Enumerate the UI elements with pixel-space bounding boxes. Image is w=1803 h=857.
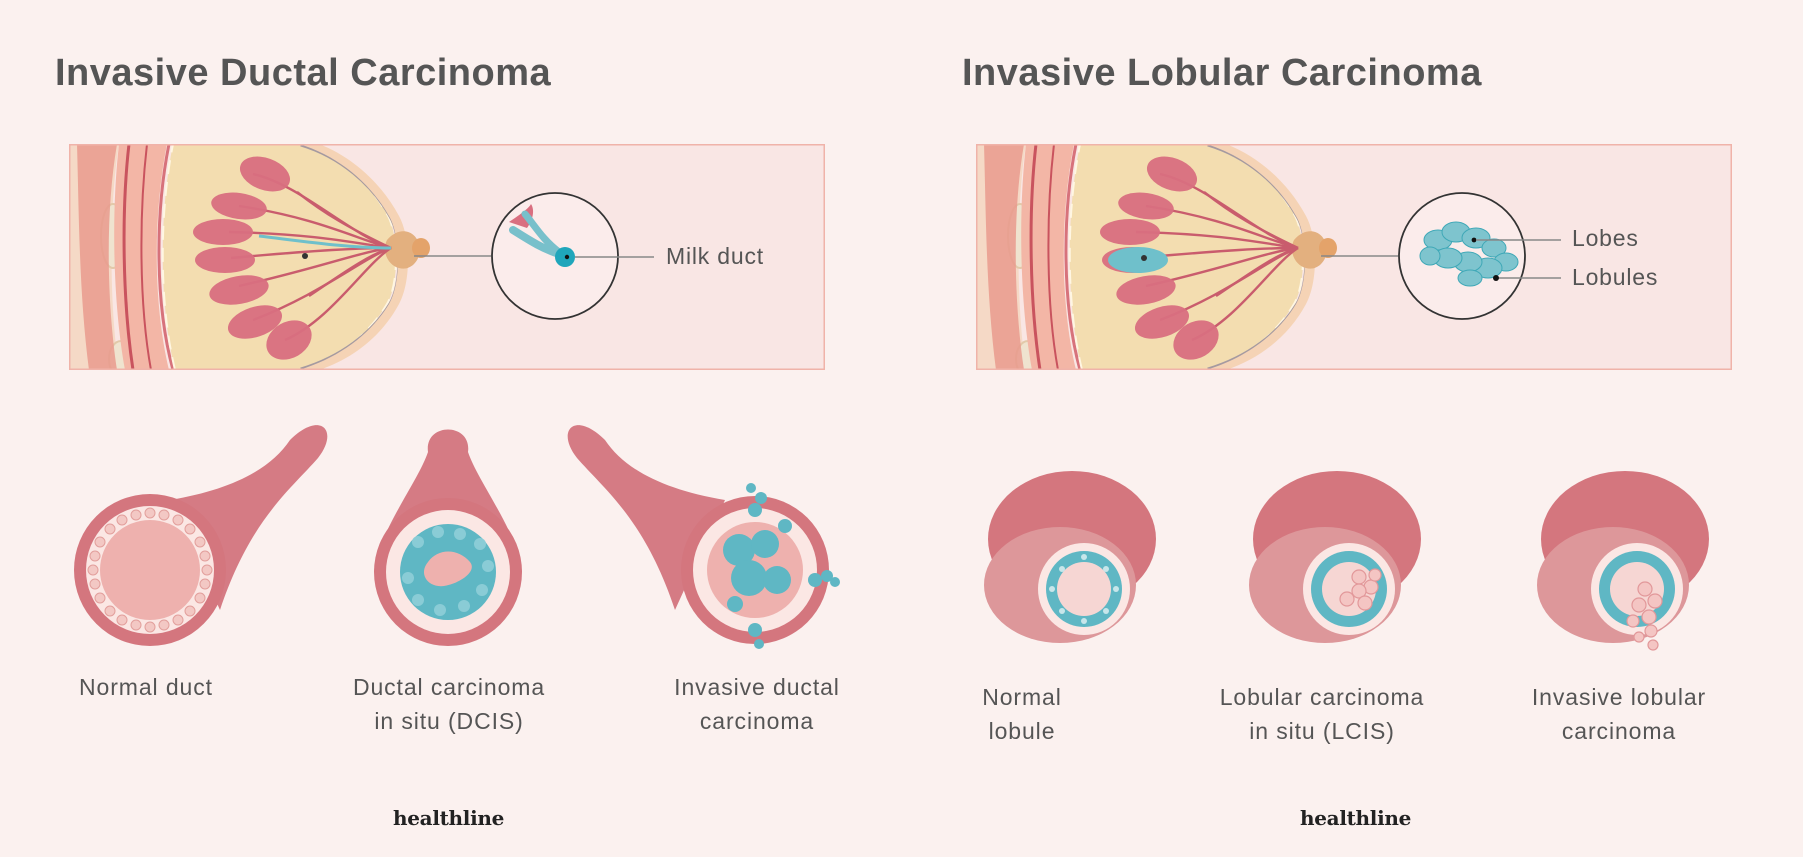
idc-caption-normal-duct: Normal duct	[79, 674, 213, 700]
idc-panel: Invasive Ductal Carcinoma Milk duct	[0, 0, 900, 857]
ilc-breast-diagram	[976, 144, 1732, 370]
normal-duct-illustration	[74, 425, 328, 646]
idc-breast-diagram	[69, 144, 825, 370]
dcis-illustration	[374, 429, 522, 646]
invasive-lobular-illustration	[1537, 471, 1709, 651]
ilc-callout-lobules: Lobules	[1572, 264, 1659, 290]
idc-callout-milk-duct: Milk duct	[666, 243, 764, 269]
idc-stages	[74, 425, 840, 649]
idc-magnifier	[491, 192, 654, 320]
lcis-illustration	[1249, 471, 1421, 643]
normal-lobule-illustration	[984, 471, 1156, 643]
idc-highlighted-duct	[258, 234, 392, 250]
idc-title: Invasive Ductal Carcinoma	[55, 52, 552, 94]
ilc-healthline-logo: healthline	[1300, 806, 1412, 830]
ilc-callout-lobes: Lobes	[1572, 225, 1639, 251]
ilc-title: Invasive Lobular Carcinoma	[962, 52, 1482, 94]
invasive-ductal-illustration	[567, 425, 840, 649]
ilc-highlighted-lobule	[1108, 247, 1168, 273]
idc-healthline-logo: healthline	[393, 806, 505, 830]
ilc-magnifier	[1398, 192, 1561, 320]
ilc-stages	[984, 471, 1709, 651]
ilc-panel: Invasive Lobular Carcinoma	[907, 0, 1803, 857]
